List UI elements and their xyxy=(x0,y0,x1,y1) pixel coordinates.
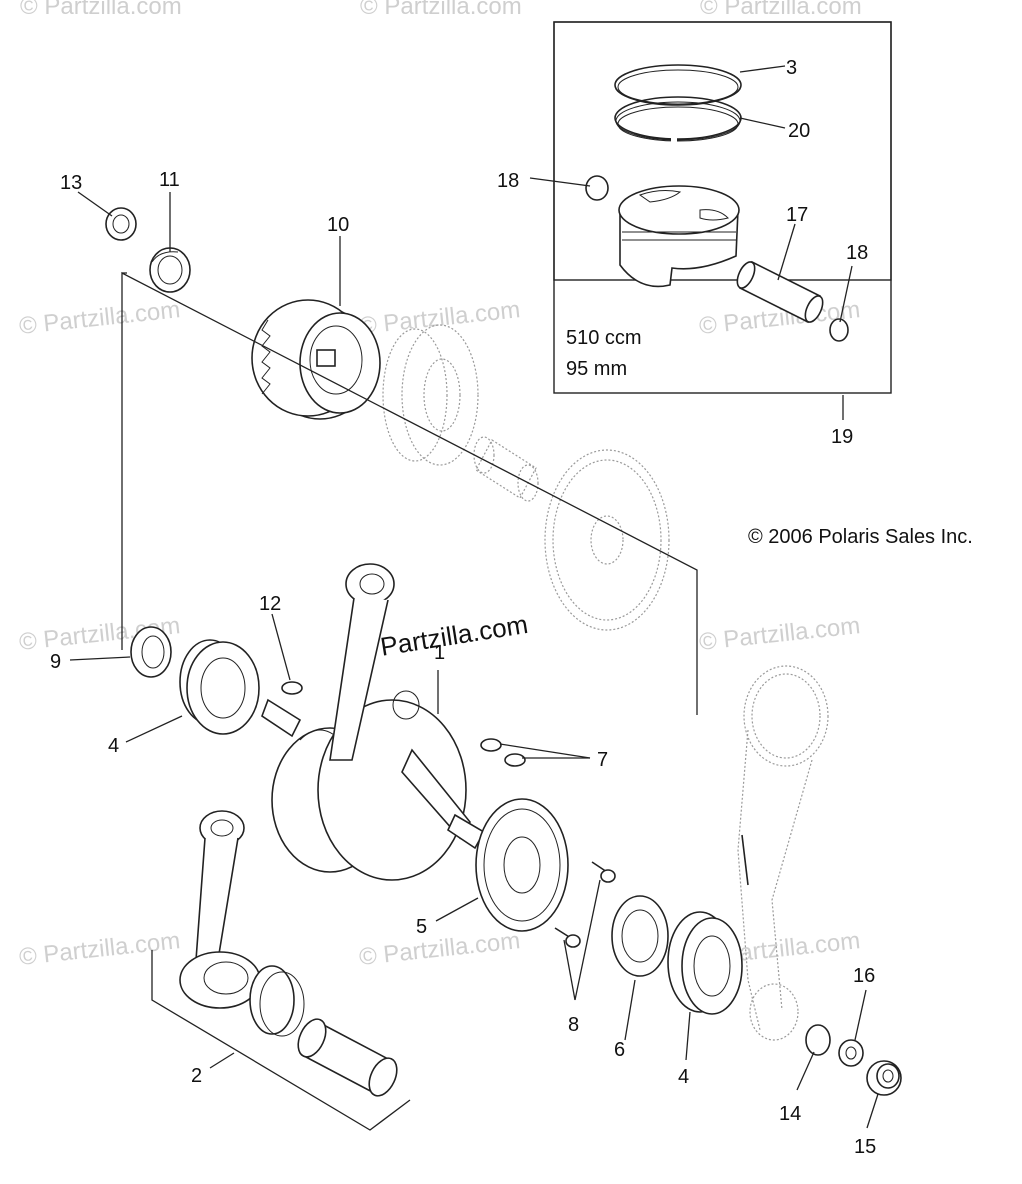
callout-14: 14 xyxy=(779,1103,801,1125)
connecting-rod-assembly xyxy=(179,810,261,1009)
callout-12: 12 xyxy=(259,593,281,615)
flywheel-rotor xyxy=(251,299,381,420)
callout-19: 19 xyxy=(831,426,853,448)
crank-pin xyxy=(297,1018,398,1097)
cam-chain-ghost xyxy=(737,665,829,1041)
callout-13: 13 xyxy=(60,172,82,194)
watermark-bottom-center: © Partzilla.com xyxy=(358,927,522,971)
crank-gear xyxy=(475,798,569,932)
bearing-small xyxy=(149,247,191,293)
watermark-top-left: © Partzilla.com xyxy=(20,0,182,20)
watermark-low-right: © Partzilla.com xyxy=(698,612,862,656)
main-bearing-right xyxy=(667,911,743,1015)
callout-8: 8 xyxy=(568,1014,579,1036)
bolt-upper xyxy=(591,861,616,883)
oil-seal xyxy=(105,207,137,241)
watermark-bottom-left: © Partzilla.com xyxy=(18,927,182,971)
piston xyxy=(618,185,740,288)
callout-16: 16 xyxy=(853,965,875,987)
callout-4-right: 4 xyxy=(678,1066,689,1088)
callout-1: 1 xyxy=(434,642,445,664)
callout-18-right: 18 xyxy=(846,242,868,264)
watermark-top-center: © Partzilla.com xyxy=(360,0,522,20)
flange-nut xyxy=(866,1060,902,1096)
callout-11: 11 xyxy=(159,169,180,191)
callout-2: 2 xyxy=(191,1065,202,1087)
needle-bearing-ghost xyxy=(473,436,539,502)
small-washer xyxy=(838,1039,864,1067)
rod-bearing xyxy=(249,965,305,1037)
rod-group-bracket xyxy=(151,950,411,1131)
piston-kit-outline xyxy=(553,21,892,394)
watermark-mid-left: © Partzilla.com xyxy=(18,296,182,340)
key-b xyxy=(504,753,526,767)
callout-7: 7 xyxy=(597,749,608,771)
crankshaft xyxy=(261,690,486,881)
watermark-mid-center: © Partzilla.com xyxy=(358,296,522,340)
callout-4-left: 4 xyxy=(108,735,119,757)
woodruff-key xyxy=(281,681,303,695)
bolt-lower xyxy=(554,927,581,948)
snap-ring xyxy=(805,1024,831,1056)
callout-15: 15 xyxy=(854,1136,876,1158)
piston-pin xyxy=(736,260,824,324)
callout-5: 5 xyxy=(416,916,427,938)
callout-numbers: 3 20 18 17 18 19 13 11 10 12 1 9 4 7 5 8… xyxy=(50,57,876,1158)
piston-ring-3 xyxy=(614,64,742,106)
thrust-washer xyxy=(611,895,669,977)
crank-seal xyxy=(130,626,172,678)
copyright-notice: © 2006 Polaris Sales Inc. xyxy=(748,526,973,548)
circlip-right xyxy=(829,318,849,342)
callout-17: 17 xyxy=(786,204,808,226)
watermark-top-right: © Partzilla.com xyxy=(700,0,862,20)
callout-6: 6 xyxy=(614,1039,625,1061)
starter-clutch-ghost xyxy=(382,324,479,466)
callout-10: 10 xyxy=(327,214,349,236)
leader-lines xyxy=(69,65,879,1129)
callout-9: 9 xyxy=(50,651,61,673)
crank-group-bracket xyxy=(121,271,698,715)
circlip-left xyxy=(585,175,609,201)
displacement-label: 510 ccm xyxy=(566,327,642,349)
key-a xyxy=(480,738,502,752)
callout-20: 20 xyxy=(788,120,810,142)
callout-3: 3 xyxy=(786,57,797,79)
connecting-rod-upper xyxy=(329,563,395,761)
main-bearing-left xyxy=(179,639,260,735)
bore-label: 95 mm xyxy=(566,358,627,380)
callout-18-left: 18 xyxy=(497,170,519,192)
starter-gear-ghost xyxy=(544,449,670,631)
